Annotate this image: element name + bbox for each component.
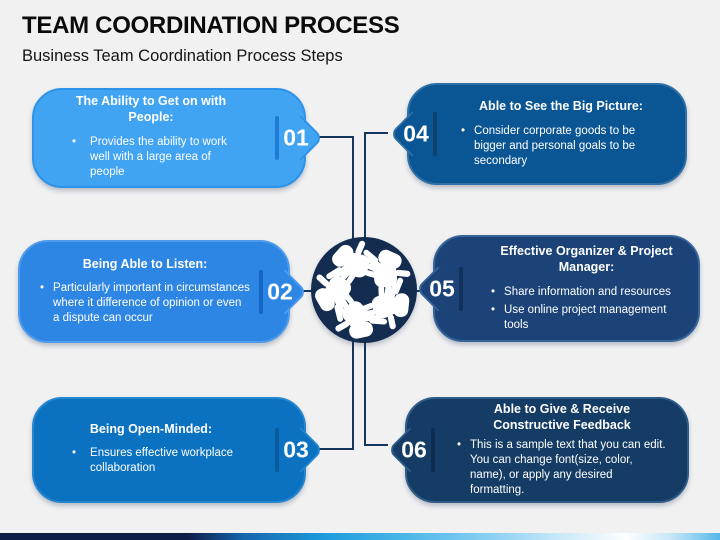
number-separator — [259, 269, 263, 314]
bullet-text: Consider corporate goods to be bigger an… — [474, 124, 636, 167]
step-number: 05 — [429, 275, 455, 301]
step-heading: Being Open-Minded: — [89, 421, 213, 436]
bullet-text: This is a sample text that you can edit.… — [470, 439, 666, 497]
step-box-05: 05 Effective Organizer & Project Manager… — [415, 235, 700, 342]
step-heading: Able to Give & Receive Constructive Feed… — [493, 402, 631, 432]
connector-line — [364, 332, 366, 446]
number-separator — [431, 428, 435, 472]
step-box-04: 04 Able to See the Big Picture: Consider… — [389, 83, 687, 185]
step-bullets: This is a sample text that you can edit.… — [457, 438, 667, 498]
step-box-06: 06 Able to Give & Receive Constructive F… — [387, 397, 689, 503]
teamwork-hands-icon — [311, 239, 417, 343]
connector-line — [364, 444, 388, 446]
step-number: 06 — [401, 436, 427, 463]
bullet-text: Ensures effective workplace collaboratio… — [90, 447, 234, 475]
footer-gradient-bar — [0, 533, 720, 540]
connector-line — [298, 290, 316, 292]
step-heading: Effective Organizer & Project Manager: — [500, 244, 673, 275]
step-box-02: 02 Being Able to Listen: Particularly im… — [18, 240, 308, 343]
number-separator — [275, 428, 279, 472]
step-number: 03 — [283, 436, 309, 463]
bullet-icon — [72, 446, 76, 476]
bullet-text: Share information and resources — [504, 285, 671, 298]
number-separator — [459, 266, 463, 311]
step-heading: Able to See the Big Picture: — [479, 99, 643, 114]
step-heading: Being Able to Listen: — [82, 256, 208, 271]
page-subtitle: Business Team Coordination Process Steps — [22, 47, 343, 65]
step-number: 01 — [283, 124, 309, 151]
step-number: 04 — [403, 120, 429, 147]
number-separator — [275, 116, 279, 160]
step-bullets: Consider corporate goods to be bigger an… — [461, 124, 661, 169]
bullet-icon — [491, 303, 495, 333]
step-heading: The Ability to Get on with People: — [75, 94, 227, 125]
bullet-icon — [461, 124, 465, 169]
step-bullets: Ensures effective workplace collaboratio… — [60, 446, 242, 476]
bullet-text: Use online project management tools — [504, 303, 667, 331]
bullet-icon — [72, 135, 76, 180]
connector-line — [364, 132, 366, 250]
bullet-icon — [491, 285, 495, 300]
center-hub — [311, 237, 417, 343]
step-box-03: 03 Being Open-Minded: Ensures effective … — [32, 397, 324, 503]
number-separator — [433, 112, 437, 156]
bullet-icon — [457, 438, 461, 498]
bullet-text: Provides the ability to work well with a… — [90, 135, 227, 178]
connector-line — [364, 132, 388, 134]
bullet-icon — [40, 281, 44, 326]
connector-line — [352, 136, 354, 251]
connector-line — [318, 136, 354, 138]
bullet-text: Particularly important in circumstances … — [53, 282, 250, 325]
step-bullets: Share information and resourcesUse onlin… — [491, 285, 682, 333]
step-number: 02 — [267, 278, 293, 304]
step-bullets: Particularly important in circumstances … — [40, 281, 250, 326]
page-title: TEAM COORDINATION PROCESS — [22, 12, 400, 39]
connector-line — [318, 448, 354, 450]
step-bullets: Provides the ability to work well with a… — [60, 135, 242, 180]
connector-line — [352, 332, 354, 450]
step-box-01: 01 The Ability to Get on with People: Pr… — [32, 88, 324, 188]
